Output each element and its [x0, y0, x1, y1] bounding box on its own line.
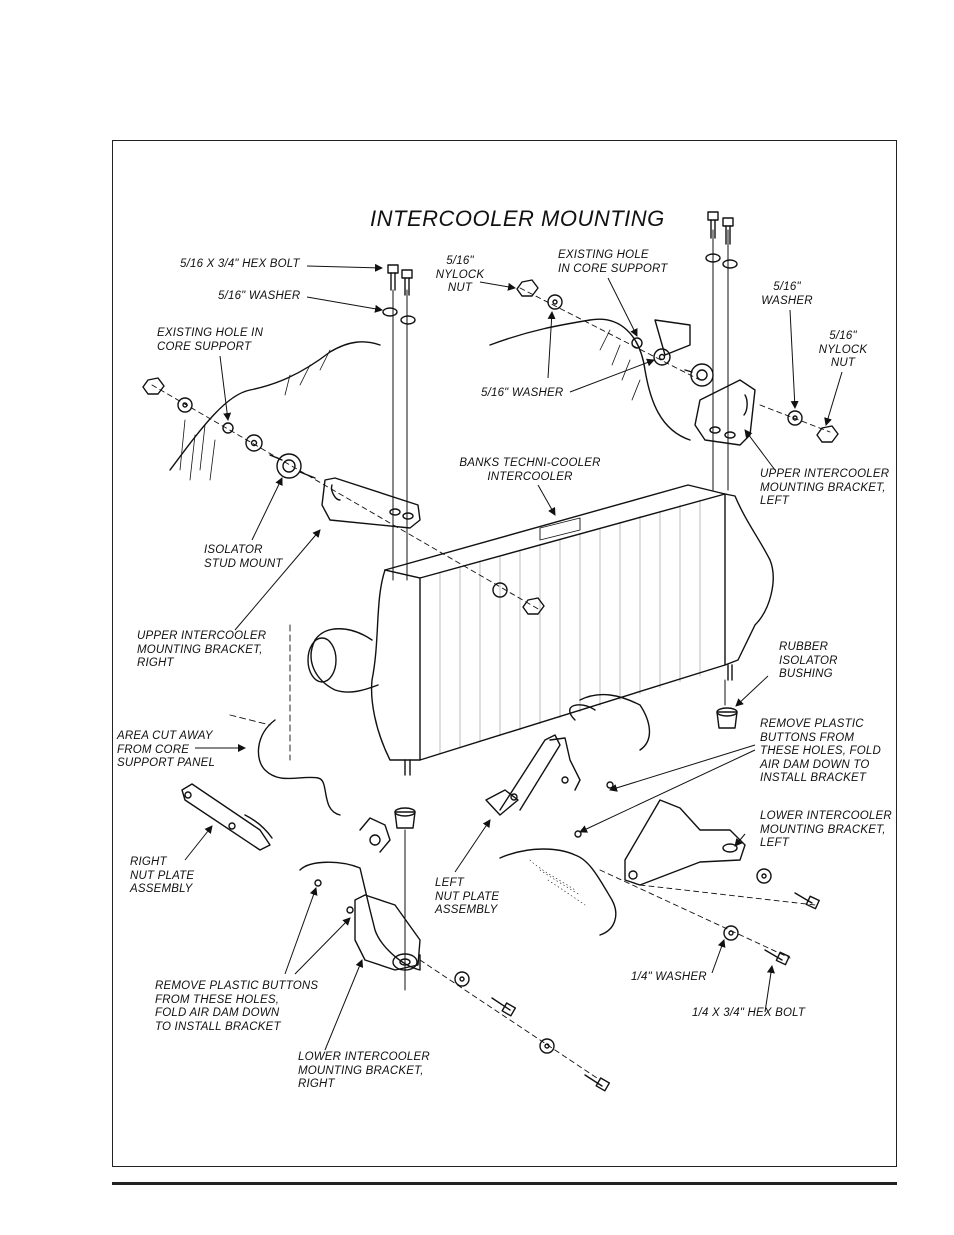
label-techni-cooler: BANKS TECHNI-COOLER INTERCOOLER: [459, 457, 601, 483]
diagram-title: INTERCOOLER MOUNTING: [370, 206, 665, 231]
label-remove-buttons-right: REMOVE PLASTIC BUTTONS FROM THESE HOLES,…: [760, 718, 881, 784]
label-upper-bracket-left: UPPER INTERCOOLER MOUNTING BRACKET, LEFT: [760, 468, 890, 507]
label-right-nut-plate: RIGHT NUT PLATE ASSEMBLY: [130, 856, 195, 895]
label-lower-bracket-right: LOWER INTERCOOLER MOUNTING BRACKET, RIGH…: [298, 1051, 430, 1090]
label-upper-bracket-right: UPPER INTERCOOLER MOUNTING BRACKET, RIGH…: [137, 630, 267, 669]
label-existing-hole-center: EXISTING HOLE IN CORE SUPPORT: [558, 249, 668, 275]
label-nylock-nut-right: 5/16" NYLOCK NUT: [818, 330, 868, 369]
footer-rule: [112, 1182, 897, 1185]
core-support-panel-right: [169, 341, 381, 481]
hardware-left-lower: [599, 868, 820, 966]
core-support-panel-left: [489, 318, 691, 441]
hex-bolts-upper-left: [705, 211, 738, 269]
lower-bracket-right: [299, 817, 421, 971]
air-dam-contour: [499, 848, 617, 936]
hardware-left-upper: [516, 279, 714, 387]
label-nylock-nut-center: 5/16" NYLOCK NUT: [435, 255, 485, 294]
label-hex-bolt-14: 1/4 x 3/4" HEX BOLT: [692, 1007, 806, 1019]
hardware-right-upper: [142, 377, 545, 615]
cut-away-area: [229, 624, 651, 816]
label-lower-bracket-left: LOWER INTERCOOLER MOUNTING BRACKET, LEFT: [760, 810, 892, 849]
label-rubber-bushing: RUBBER ISOLATOR BUSHING: [779, 641, 838, 680]
bolt-axis-lines: [392, 229, 729, 991]
label-left-nut-plate: LEFT NUT PLATE ASSEMBLY: [435, 877, 500, 916]
label-washer-516-right: 5/16" WASHER: [761, 281, 813, 307]
label-isolator-stud: ISOLATOR STUD MOUNT: [204, 544, 283, 570]
label-hex-bolt-516: 5/16 x 3/4" HEX BOLT: [180, 258, 300, 270]
label-area-cut-away: AREA CUT AWAY FROM CORE SUPPORT PANEL: [117, 730, 216, 769]
intercooler-core: [307, 484, 774, 776]
label-washer-516-left: 5/16" WASHER: [218, 290, 301, 302]
right-nut-plate: [181, 783, 273, 851]
rubber-bushings: [394, 707, 738, 829]
label-remove-buttons-left: REMOVE PLASTIC BUTTONS FROM THESE HOLES,…: [155, 980, 319, 1033]
leader-arrows: [184, 263, 843, 1051]
upper-bracket-right: [321, 477, 421, 529]
hardware-right-lower: [419, 959, 611, 1092]
label-washer-14: 1/4" WASHER: [631, 971, 707, 983]
left-nut-plate: [485, 734, 581, 816]
label-existing-hole-left: EXISTING HOLE IN CORE SUPPORT: [157, 327, 264, 353]
label-washer-516-center: 5/16" WASHER: [481, 387, 564, 399]
figure-frame: [112, 140, 897, 1167]
hex-bolts-upper-right: [382, 264, 416, 325]
upper-bracket-left: [694, 379, 839, 446]
lower-bracket-left: [574, 781, 746, 886]
